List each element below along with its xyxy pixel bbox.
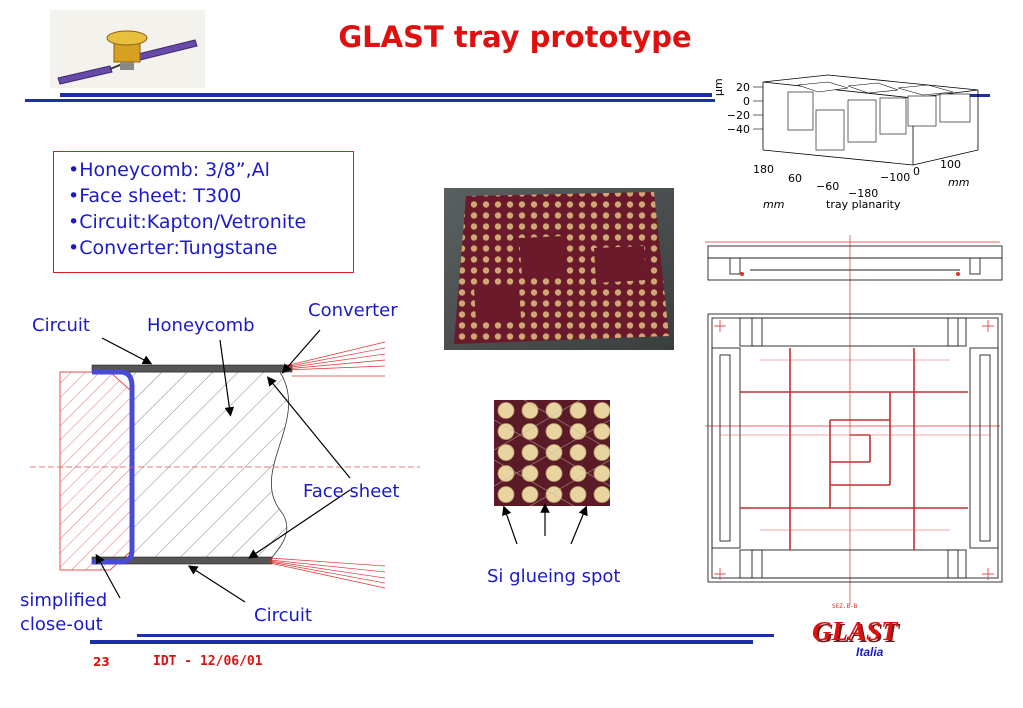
label-circuit-top: Circuit	[32, 315, 90, 336]
tray-photo	[444, 188, 674, 350]
left-tick-3: −180	[848, 187, 878, 200]
planarity-plot: 20 0 −20 −40 μm 180 60 −60 −180 100 0 −1…	[712, 74, 979, 211]
right-tick-2: −100	[880, 171, 910, 184]
z-unit: μm	[712, 78, 725, 96]
page-title: GLAST tray prototype	[338, 20, 692, 54]
left-tick-1: 60	[788, 172, 802, 185]
label-honeycomb: Honeycomb	[147, 315, 255, 336]
z-tick-2: −20	[727, 109, 750, 122]
header-rule	[25, 93, 990, 102]
si-glueing-photo	[494, 400, 610, 506]
label-close-out: close-out	[20, 614, 103, 635]
spec-converter: •Converter:Tungstane	[68, 237, 278, 259]
footer-text: IDT - 12/06/01	[153, 654, 263, 669]
glast-logo-sub: Italia	[856, 645, 884, 659]
spec-face-sheet: •Face sheet: T300	[68, 185, 242, 207]
right-tick-0: 100	[940, 158, 961, 171]
z-tick-3: −40	[727, 123, 750, 136]
label-converter: Converter	[308, 300, 398, 321]
cross-section-drawing	[30, 329, 420, 603]
plot-caption: tray planarity	[826, 198, 901, 211]
right-tick-1: 0	[913, 165, 920, 178]
drawing-section-label: SEZ.B-B	[832, 603, 858, 610]
spec-honeycomb: •Honeycomb: 3/8”,Al	[68, 159, 270, 181]
satellite-logo	[50, 10, 205, 88]
si-arrows	[502, 503, 588, 545]
z-tick-1: 0	[743, 95, 750, 108]
z-tick-0: 20	[736, 81, 750, 94]
label-face-sheet: Face sheet	[303, 481, 400, 502]
label-simplified: simplified	[20, 590, 108, 611]
left-tick-2: −60	[816, 180, 839, 193]
si-glueing-label: Si glueing spot	[487, 566, 621, 587]
tray-mechanical-drawing: SEZ.B-B	[705, 235, 1003, 610]
footer-rule	[90, 634, 774, 644]
glast-logo: GLAST	[812, 616, 898, 646]
label-circuit-bottom: Circuit	[254, 605, 312, 626]
left-unit: mm	[763, 198, 784, 211]
right-unit: mm	[948, 176, 969, 189]
specs-box: •Honeycomb: 3/8”,Al •Face sheet: T300 •C…	[53, 151, 354, 273]
spec-circuit: •Circuit:Kapton/Vetronite	[68, 211, 307, 233]
page-number: 23	[93, 655, 110, 669]
left-tick-0: 180	[753, 163, 774, 176]
